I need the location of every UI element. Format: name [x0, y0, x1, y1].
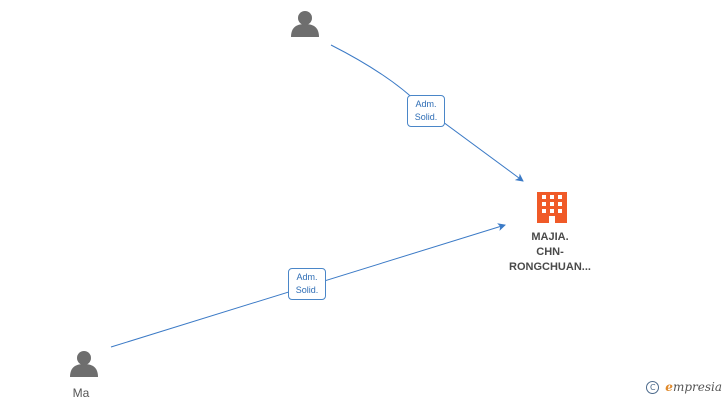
company-name-line: RONGCHUAN... [509, 261, 591, 273]
company-name-line: MAJIA. [531, 231, 569, 243]
person-icon[interactable] [291, 11, 319, 37]
copyright-icon: C [646, 380, 660, 394]
empresia-logo: C empresia [646, 380, 722, 394]
company-name-line: CHN- [536, 246, 564, 258]
person-icon[interactable] [70, 351, 98, 377]
person-name[interactable]: Ma [72, 386, 90, 400]
building-icon[interactable] [537, 192, 567, 223]
edge-label[interactable]: Adm. Solid. [407, 95, 445, 127]
edge-label-line: Adm. [296, 272, 318, 282]
company-name[interactable]: MAJIA. CHN- RONGCHUAN... [490, 230, 610, 275]
brand-name: empresia [665, 380, 722, 394]
edge-label-line: Solid. [414, 112, 438, 122]
edge-label-line: Solid. [295, 285, 319, 295]
edge-label-line: Adm. [415, 99, 437, 109]
edge-label[interactable]: Adm. Solid. [288, 268, 326, 300]
